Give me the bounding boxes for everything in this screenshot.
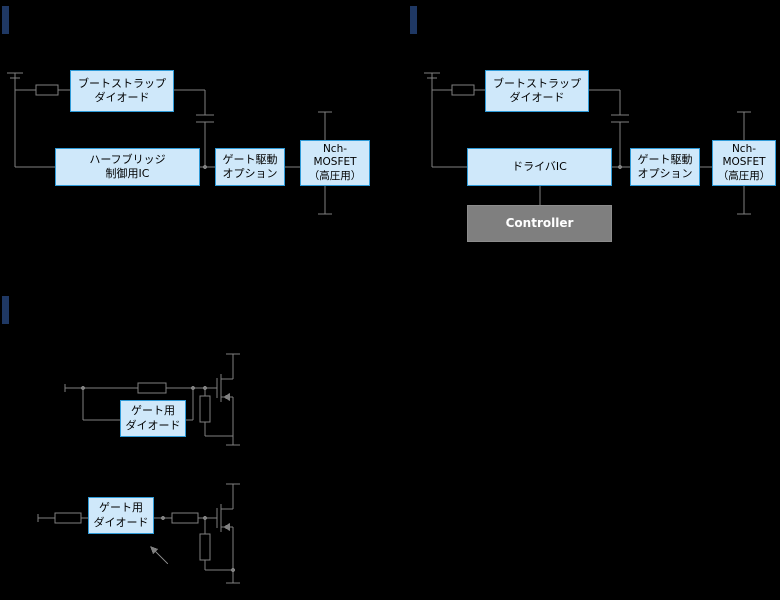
- junction-dot: [81, 386, 85, 390]
- nch-mosfet-label: Nch- MOSFET （高圧用）: [308, 143, 362, 182]
- driver-ic-label: ドライバIC: [512, 159, 567, 173]
- gate-diode-box-bottom: ゲート用 ダイオード: [88, 497, 154, 534]
- nch-mosfet-box-left: Nch- MOSFET （高圧用）: [300, 140, 370, 186]
- resistor-symbol: [199, 395, 211, 423]
- half-bridge-ic-box: ハーフブリッジ 制御用IC: [55, 148, 200, 186]
- driver-ic-box: ドライバIC: [467, 148, 612, 186]
- junction-dot: [203, 165, 207, 169]
- resistor-symbol: [171, 512, 199, 524]
- current-path-arrow-icon: [150, 546, 169, 565]
- bootstrap-diode-box-right: ブートストラップ ダイオード: [485, 70, 589, 112]
- resistor-symbol: [451, 84, 475, 96]
- mosfet-symbol: [216, 483, 240, 584]
- resistor-symbol: [54, 512, 82, 524]
- gate-drive-option-label: ゲート駆動 オプション: [222, 152, 278, 180]
- gate-drive-option-box-right: ゲート駆動 オプション: [630, 148, 700, 186]
- junction-dot: [191, 386, 195, 390]
- half-bridge-ic-label: ハーフブリッジ 制御用IC: [89, 152, 166, 180]
- wires-gate-diode-circuit-bottom: [37, 483, 240, 584]
- mosfet-arrow-icon: [223, 523, 230, 531]
- section-marker-bottom-left: [2, 296, 9, 324]
- bootstrap-diode-label: ブートストラップ ダイオード: [78, 76, 166, 104]
- gate-drive-option-label: ゲート駆動 オプション: [637, 152, 693, 180]
- section-marker-top-left: [2, 6, 9, 34]
- gate-drive-option-box-left: ゲート駆動 オプション: [215, 148, 285, 186]
- bootstrap-diode-label: ブートストラップ ダイオード: [493, 76, 581, 104]
- controller-box: Controller: [467, 205, 612, 242]
- mosfet-symbol: [216, 353, 240, 446]
- junction-dot: [161, 516, 165, 520]
- section-marker-top-right: [410, 6, 417, 34]
- controller-label: Controller: [505, 215, 574, 230]
- resistor-symbol: [35, 84, 59, 96]
- wires-gate-diode-circuit-top: [64, 353, 240, 446]
- gate-diode-box-top: ゲート用 ダイオード: [120, 400, 186, 437]
- gate-diode-label: ゲート用 ダイオード: [125, 404, 181, 432]
- mosfet-arrow-icon: [223, 393, 230, 401]
- resistor-symbol: [199, 533, 211, 561]
- gate-diode-label: ゲート用 ダイオード: [93, 501, 149, 529]
- wires-half-bridge-circuit: [7, 72, 332, 215]
- resistor-symbol: [137, 382, 167, 394]
- bootstrap-diode-box-left: ブートストラップ ダイオード: [70, 70, 174, 112]
- nch-mosfet-label: Nch- MOSFET （高圧用）: [717, 143, 771, 182]
- junction-dot: [618, 165, 622, 169]
- nch-mosfet-box-right: Nch- MOSFET （高圧用）: [712, 140, 776, 186]
- wires-driver-ic-circuit: [424, 72, 751, 215]
